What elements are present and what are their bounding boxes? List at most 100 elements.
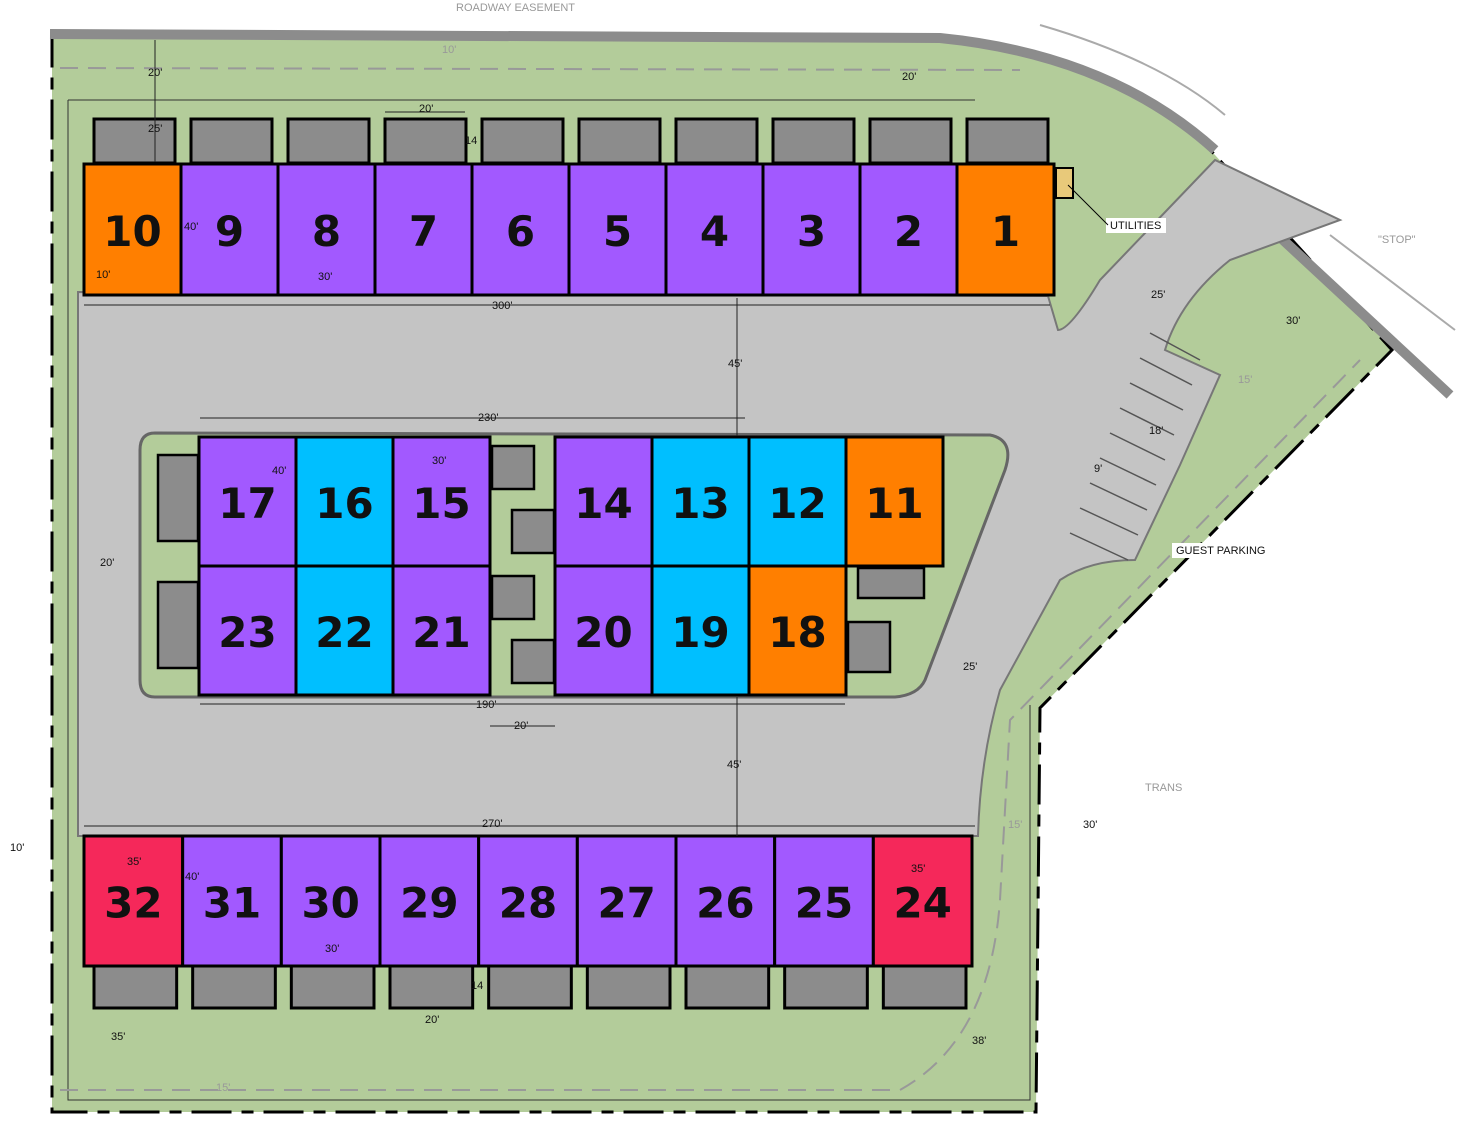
stop-label: "STOP" — [1378, 234, 1416, 246]
garages — [92, 117, 1050, 1010]
dim-bottom-garage-depth: 14 — [471, 980, 483, 992]
dim-right-30: 30' — [1083, 819, 1097, 831]
garage-9 — [189, 117, 274, 165]
unit-number: 30 — [301, 879, 359, 928]
unit-32[interactable] — [82, 834, 185, 968]
unit-number: 18 — [768, 608, 826, 657]
island-garage — [856, 566, 926, 600]
dim-aisle-right: 25' — [963, 661, 977, 673]
garage-29 — [388, 964, 475, 1010]
unit-7[interactable] — [373, 162, 474, 297]
unit-28[interactable] — [477, 834, 579, 968]
unit-number: 7 — [409, 207, 438, 256]
dimension-lines — [84, 40, 1050, 836]
unit-11[interactable] — [844, 435, 945, 568]
dim-mid-length: 230' — [478, 412, 498, 424]
unit-10[interactable] — [82, 162, 183, 297]
utilities-leader — [1067, 184, 1109, 226]
unit-number: 5 — [603, 207, 632, 256]
unit-number: 14 — [574, 479, 632, 528]
dimension-labels: 10' 20' 25' 20' 14 20' 40' 30' 10' 300' … — [10, 44, 1300, 1094]
garage-26 — [684, 964, 771, 1010]
unit-number: 29 — [400, 879, 458, 928]
unit-30[interactable] — [279, 834, 382, 968]
unit-22[interactable] — [294, 564, 395, 697]
unit-24[interactable] — [871, 834, 974, 968]
unit-number: 8 — [312, 207, 341, 256]
unit-number: 19 — [671, 608, 729, 657]
dim-bottom-depth: 40' — [185, 871, 199, 883]
dim-side: 10' — [96, 269, 110, 281]
dim-top-length: 300' — [492, 300, 512, 312]
guest-parking-label: GUEST PARKING — [1176, 545, 1265, 557]
unit-number: 21 — [412, 608, 470, 657]
unit-25[interactable] — [773, 834, 875, 968]
unit-number: 1 — [991, 207, 1020, 256]
unit-9[interactable] — [179, 162, 280, 297]
garage-27 — [585, 964, 672, 1010]
dim-aisle-bottom: 45' — [727, 759, 741, 771]
garage-32 — [92, 964, 179, 1010]
unit-number: 6 — [506, 207, 535, 256]
unit-3[interactable] — [761, 162, 862, 297]
dim-bottom-15: 15' — [216, 1082, 230, 1094]
island-garage — [846, 620, 892, 674]
dim-gap: 20' — [514, 720, 528, 732]
unit-number: 20 — [574, 608, 632, 657]
utilities-label: UTILITIES — [1110, 220, 1161, 232]
island-garage — [510, 508, 556, 555]
unit-number: 26 — [696, 879, 754, 928]
garage-7 — [383, 117, 468, 165]
dim-garage-width: 20' — [419, 103, 433, 115]
unit-12[interactable] — [747, 435, 848, 568]
unit-number: 27 — [597, 879, 655, 928]
unit-1[interactable] — [955, 162, 1056, 297]
garage-3 — [771, 117, 856, 165]
unit-number: 25 — [795, 879, 853, 928]
garage-25 — [783, 964, 869, 1010]
unit-number: 11 — [865, 479, 923, 528]
island-garage — [490, 574, 536, 621]
unit-number: 15 — [412, 479, 470, 528]
unit-number: 28 — [499, 879, 557, 928]
dim-drive: 25' — [1151, 289, 1165, 301]
dim-bottom-width: 30' — [325, 943, 339, 955]
dim-bottom-garage-width: 20' — [425, 1014, 439, 1026]
unit-29[interactable] — [378, 834, 481, 968]
dim-unit-width: 30' — [318, 271, 332, 283]
dim-mid-depth: 40' — [272, 465, 286, 477]
dim-island: 20' — [100, 557, 114, 569]
unit-8[interactable] — [276, 162, 377, 297]
dim-bottom-setback: 35' — [111, 1031, 125, 1043]
road-edge-line — [1039, 24, 1456, 331]
unit-21[interactable] — [391, 564, 492, 697]
dim-stall-depth: 18' — [1149, 425, 1163, 437]
garage-1 — [965, 117, 1050, 165]
unit-5[interactable] — [567, 162, 668, 297]
dim-right-15: 15' — [1008, 819, 1022, 831]
garage-4 — [674, 117, 759, 165]
unit-20[interactable] — [553, 564, 654, 697]
garage-28 — [487, 964, 573, 1010]
unit-number: 10 — [103, 207, 161, 256]
garage-24 — [881, 964, 968, 1010]
roadway-easement-label: ROADWAY EASEMENT — [456, 2, 575, 14]
unit-31[interactable] — [181, 834, 283, 968]
dim-bottom-right: 38' — [972, 1035, 986, 1047]
unit-6[interactable] — [470, 162, 571, 297]
dim-unit-depth: 40' — [184, 221, 198, 233]
unit-number: 24 — [893, 879, 951, 928]
dim-mid-unit: 30' — [432, 455, 446, 467]
guest-parking-label-bg — [1172, 543, 1270, 558]
fence-line — [67, 99, 1031, 1101]
unit-26[interactable] — [674, 834, 777, 968]
garage-5 — [577, 117, 662, 165]
dim-bottom-length: 270' — [482, 818, 502, 830]
dim-easement: 10' — [442, 44, 456, 56]
unit-number: 9 — [215, 207, 244, 256]
island-garage — [510, 638, 556, 685]
unit-number: 23 — [218, 608, 276, 657]
utilities-label-bg — [1106, 218, 1166, 233]
unit-18[interactable] — [747, 564, 848, 697]
